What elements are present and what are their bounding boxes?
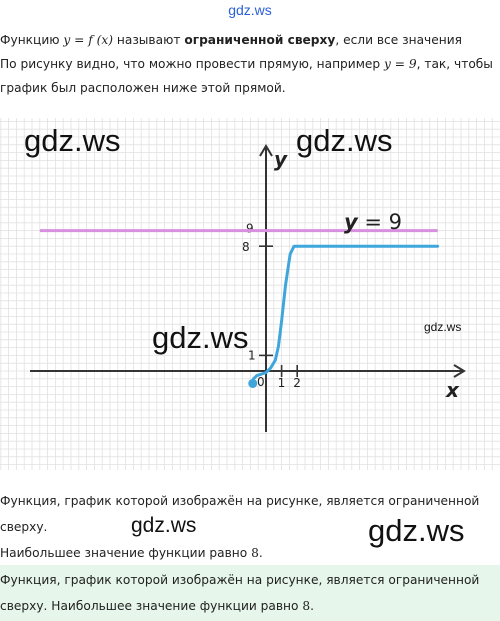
answer-line-2: сверху. Наибольшее значение функции равн… xyxy=(0,593,314,619)
function-notation: y = f (x) xyxy=(63,33,114,47)
answer-value: 8 xyxy=(302,599,311,613)
intro-text: По рисунку видно, что можно провести пря… xyxy=(0,57,384,71)
conclusion-text: . xyxy=(258,546,263,560)
line-equation: y = 9 xyxy=(384,57,417,71)
line-label-var: y xyxy=(344,210,359,234)
conclusion-line-3: Наибольшее значение функции равно 8. xyxy=(0,541,500,565)
answer-line-1: Функция, график которой изображён на рис… xyxy=(0,573,480,587)
intro-line-3: график был расположен ниже этой прямой. xyxy=(0,81,286,95)
x-tick-label: 2 xyxy=(293,376,301,390)
intro-line-2: По рисунку видно, что можно провести пря… xyxy=(0,52,500,76)
intro-text: Функцию xyxy=(0,33,64,47)
conclusion-line-1: Функция, график которой изображён на рис… xyxy=(0,494,480,508)
chart-marks: y = 9 xyxy=(39,210,440,388)
watermark: gdz.ws xyxy=(368,513,465,548)
y-tick-label: 9 xyxy=(246,222,254,236)
top-watermark: gdz.ws xyxy=(228,2,272,18)
watermark: gdz.ws xyxy=(152,320,249,355)
x-tick-label: 0 xyxy=(257,375,265,389)
x-tick-label: 1 xyxy=(278,376,286,390)
curve-start-point xyxy=(248,378,258,388)
conclusion-line-2: сверху. xyxy=(0,520,48,534)
watermark: gdz.ws xyxy=(296,123,393,158)
intro-line-1: Функцию y = f (x) называют ограниченной … xyxy=(0,28,500,52)
y-axis-label: y xyxy=(274,147,288,171)
y-tick-label: 1 xyxy=(248,348,256,362)
y-axis-arrow xyxy=(259,144,273,157)
function-curve xyxy=(251,244,440,385)
line-label: y = 9 xyxy=(344,210,402,234)
watermark: gdz.ws xyxy=(24,123,121,158)
y-tick-label: 8 xyxy=(242,240,250,254)
conclusion-text: Наибольшее значение функции равно xyxy=(0,546,252,560)
intro-text: , так, чтобы xyxy=(416,57,493,71)
answer-text: сверху. Наибольшее значение функции равн… xyxy=(0,599,303,613)
x-axis-label: x xyxy=(445,378,460,402)
grid xyxy=(0,118,500,470)
intro-text: , если все значения xyxy=(335,33,462,47)
answer-box: Функция, график которой изображён на рис… xyxy=(0,565,500,621)
watermark: gdz.ws xyxy=(424,320,462,334)
watermark: gdz.ws xyxy=(131,514,197,537)
max-value: 8 xyxy=(251,546,259,560)
line-label-eq: = 9 xyxy=(358,210,402,234)
x-axis-arrow xyxy=(453,364,466,378)
answer-text: . xyxy=(310,599,314,613)
intro-text: называют xyxy=(113,33,185,47)
term-bounded-above: ограниченной сверху xyxy=(184,33,336,47)
